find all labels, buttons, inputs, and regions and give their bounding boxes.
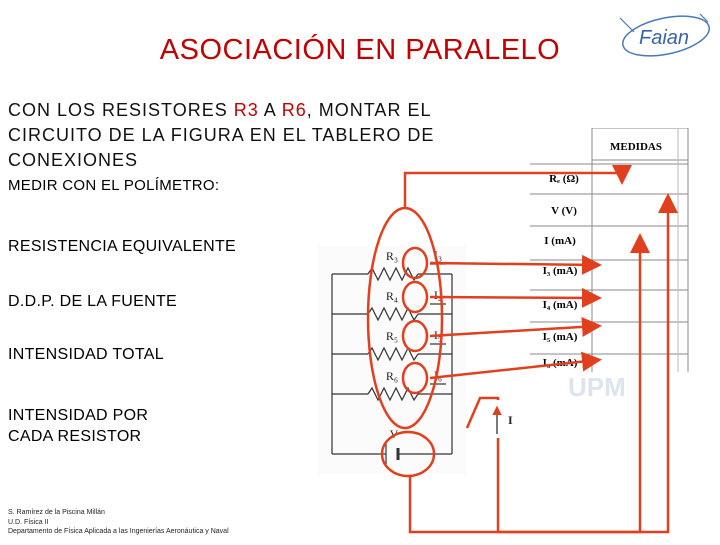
row-i3: I₃ (mA) — [543, 265, 578, 277]
measurements-table: MEDIDAS Rₑ (Ω) V (V) I (mA) I₃ (mA) I₄ (… — [530, 127, 690, 372]
row-v: V (V) — [551, 205, 577, 217]
label-r5: R₅ — [386, 329, 398, 343]
footer-department: Departamento de Física Aplicada a las In… — [8, 528, 229, 535]
item-total-current: INTENSIDAD TOTAL — [8, 346, 164, 363]
intro-part1: CON LOS RESISTORES — [8, 100, 234, 120]
slide-title: ASOCIACIÓN EN PARALELO — [159, 34, 561, 66]
intro-part2: A — [258, 100, 282, 120]
label-source: V — [390, 427, 399, 441]
item-source-voltage: D.D.P. DE LA FUENTE — [8, 293, 178, 310]
measure-heading: MEDIR CON EL POLÍMETRO: — [8, 177, 220, 194]
row-i5: I₅ (mA) — [543, 331, 578, 343]
label-i6: I₆ — [434, 368, 442, 382]
row-i4: I₄ (mA) — [543, 299, 578, 311]
footer-unit: U.D. Física II — [8, 518, 49, 526]
footer-author: S. Ramírez de la Piscina Millán — [8, 509, 105, 516]
row-req: Rₑ (Ω) — [549, 173, 579, 185]
intro-r6: R6 — [281, 100, 307, 120]
item-current-per-resistor: INTENSIDAD POR CADA RESISTOR — [8, 407, 149, 445]
item-equivalent-resistance: RESISTENCIA EQUIVALENTE — [8, 238, 236, 255]
row-i: I (mA) — [544, 235, 576, 247]
label-i5: I₅ — [434, 328, 442, 342]
intro-text: CON LOS RESISTORES R3 A R6, MONTAR EL CI… — [8, 98, 488, 173]
footer-credits: S. Ramírez de la Piscina Millán U.D. Fís… — [8, 508, 229, 537]
label-i3: I₃ — [434, 248, 442, 262]
faian-logo: Faian — [612, 8, 712, 64]
circuit-diagram: R₃ R₄ R₅ R₆ I₃ I₄ I₅ I₆ V — [318, 246, 466, 474]
label-total-current: I — [508, 413, 513, 427]
intro-part3: , MONTAR EL CIRCUITO DE LA FIGURA EN EL … — [8, 100, 435, 170]
label-i4: I₄ — [434, 288, 442, 302]
label-r4: R₄ — [386, 289, 398, 303]
label-r6: R₆ — [386, 369, 398, 383]
logo-text: Faian — [639, 27, 689, 49]
intro-r3: R3 — [233, 100, 259, 120]
upm-watermark: UPM — [568, 372, 626, 402]
table-header: MEDIDAS — [610, 141, 662, 153]
label-r3: R₃ — [386, 249, 398, 263]
row-i6: I₆ (mA) — [543, 357, 578, 369]
